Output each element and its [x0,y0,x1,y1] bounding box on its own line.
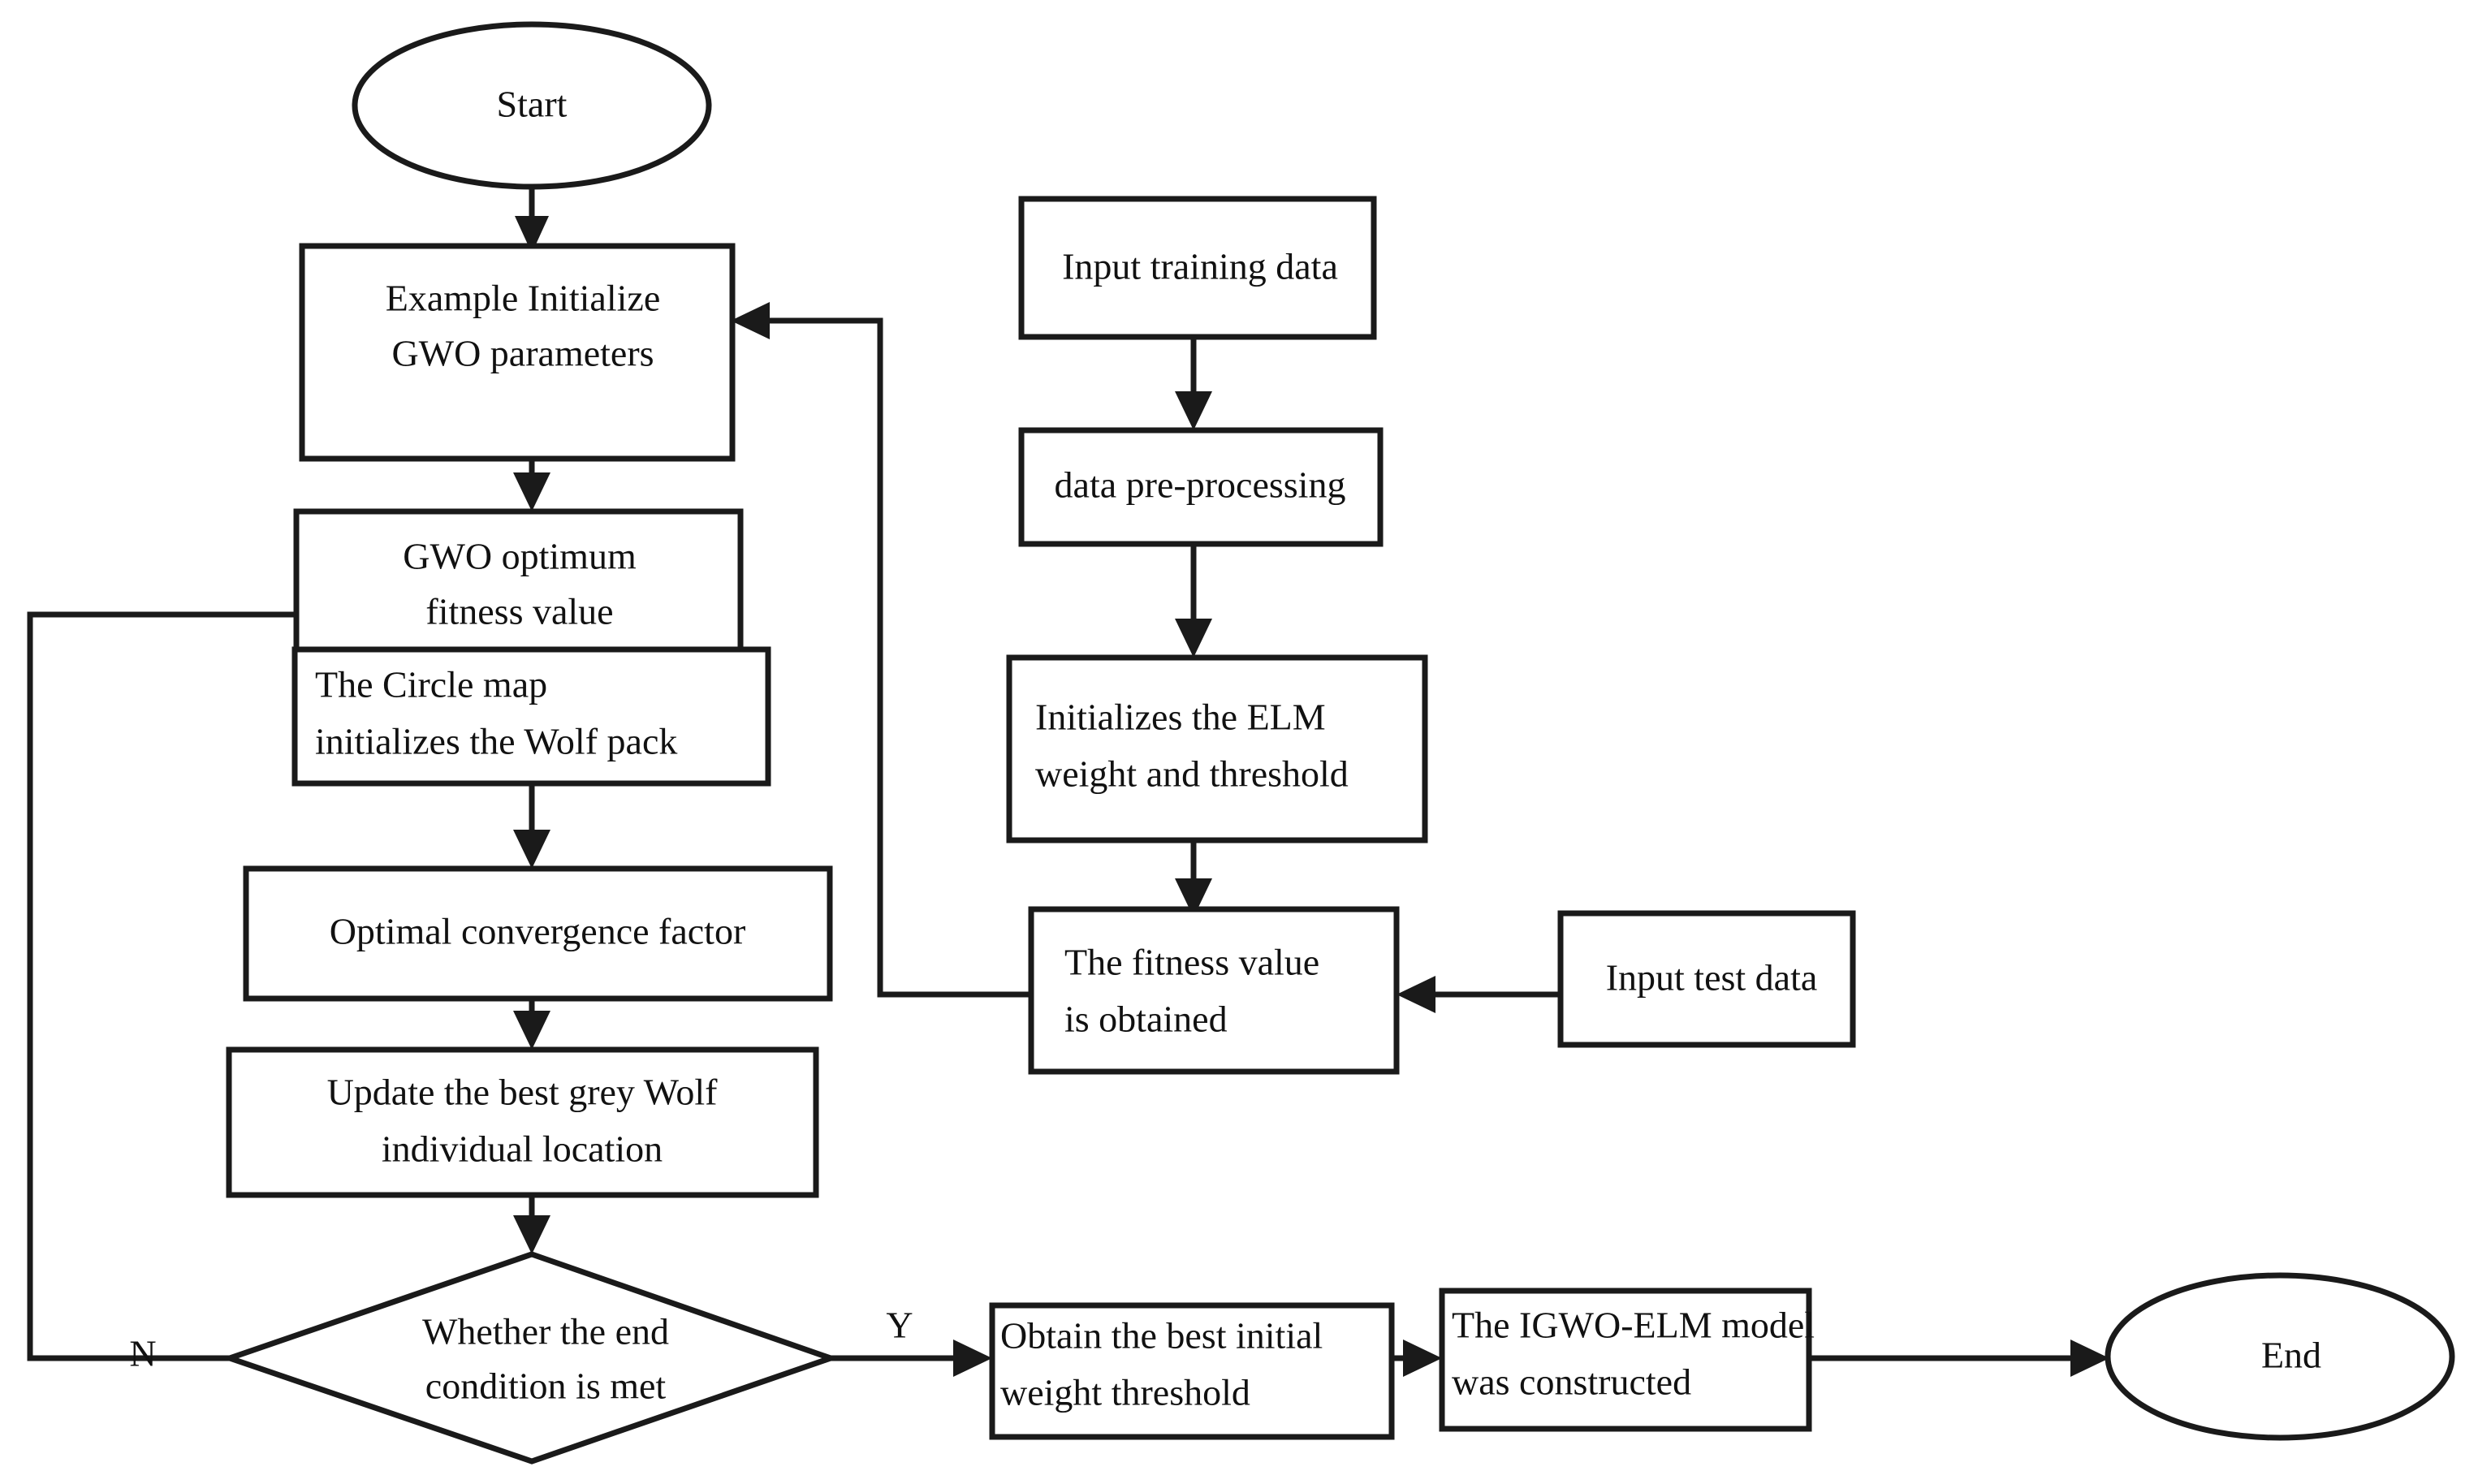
node-initialize-gwo-parameters[interactable]: Example Initialize GWO parameters [299,243,736,462]
node-obtain-weight-line1: Obtain the best initial [1000,1315,1323,1357]
node-gwo-optimum-fitness-value[interactable]: GWO optimum fitness value [293,508,744,669]
node-init-elm-line2: weight and threshold [1035,753,1349,795]
node-igwo-elm-model-constructed[interactable]: The IGWO-ELM model was constructed [1439,1288,1815,1432]
node-input-test-data[interactable]: Input test data [1557,910,1856,1048]
node-start-label: Start [497,84,568,125]
edge-preprocessing-to-initelm [1175,544,1212,658]
node-gwo-fitness-line1: GWO optimum [403,536,637,577]
edge-training-to-preprocessing [1175,337,1212,430]
edge-igwo-to-end [1809,1339,2109,1377]
node-initializes-elm-weight-threshold[interactable]: Initializes the ELM weight and threshold [1006,654,1428,843]
node-convergence-label: Optimal convergence factor [330,911,746,952]
node-fitness-value-obtained[interactable]: The fitness value is obtained [1028,906,1400,1075]
node-input-training-label: Input training data [1062,246,1338,287]
node-gwo-fitness-line2: fitness value [425,591,613,632]
edge-circlemap-to-convergence [513,783,550,869]
node-circle-map-line1: The Circle map [315,664,547,705]
node-end-label: End [2261,1335,2321,1376]
node-end[interactable]: End [2105,1272,2455,1441]
edge-start-to-init [515,187,549,253]
edge-label-yes: Y [886,1305,913,1346]
node-initialize-gwo-line1: Example Initialize [386,278,660,319]
node-end-condition-line1: Whether the end [422,1311,669,1352]
node-optimal-convergence-factor[interactable]: Optimal convergence factor [243,865,833,1002]
node-init-elm-line1: Initializes the ELM [1035,697,1326,738]
node-obtain-best-initial-weight-threshold[interactable]: Obtain the best initial weight threshold [989,1302,1395,1440]
node-fitness-obtained-line1: The fitness value [1064,942,1319,983]
node-fitness-obtained-line2: is obtained [1064,999,1228,1040]
node-update-wolf-line1: Update the best grey Wolf [327,1072,719,1113]
edge-update-to-decision [513,1195,550,1254]
node-igwo-elm-line1: The IGWO-ELM model [1452,1305,1815,1346]
node-data-preprocessing[interactable]: data pre-processing [1018,427,1384,547]
edge-fitness-feedback-to-init [731,302,1031,998]
node-end-condition-line2: condition is met [425,1365,667,1407]
node-circle-map-line2: initializes the Wolf pack [315,721,677,762]
node-circle-map-initializes-wolf-pack[interactable]: The Circle map initializes the Wolf pack [291,646,771,787]
node-input-training-data[interactable]: Input training data [1018,196,1377,340]
node-input-test-label: Input test data [1606,957,1818,999]
node-update-wolf-line2: individual location [382,1128,663,1170]
edge-label-no: N [129,1333,156,1374]
node-preprocessing-label: data pre-processing [1055,464,1346,506]
edge-inputtest-to-fitnessobtained [1397,976,1561,1013]
node-update-best-grey-wolf[interactable]: Update the best grey Wolf individual loc… [226,1046,819,1198]
node-obtain-weight-line2: weight threshold [1000,1372,1250,1413]
edge-initelm-to-fitnessobtained [1175,840,1212,917]
node-initialize-gwo-line2: GWO parameters [391,333,654,374]
edge-yes-to-obtain-weight [831,1339,992,1377]
node-igwo-elm-line2: was constructed [1452,1361,1691,1403]
edge-obtain-to-igwo [1392,1339,1442,1377]
node-decision-end-condition[interactable]: Whether the end condition is met [221,1251,840,1465]
node-start[interactable]: Start [352,21,712,190]
edge-convergence-to-update [513,999,550,1050]
edge-init-to-fitness [513,459,550,511]
